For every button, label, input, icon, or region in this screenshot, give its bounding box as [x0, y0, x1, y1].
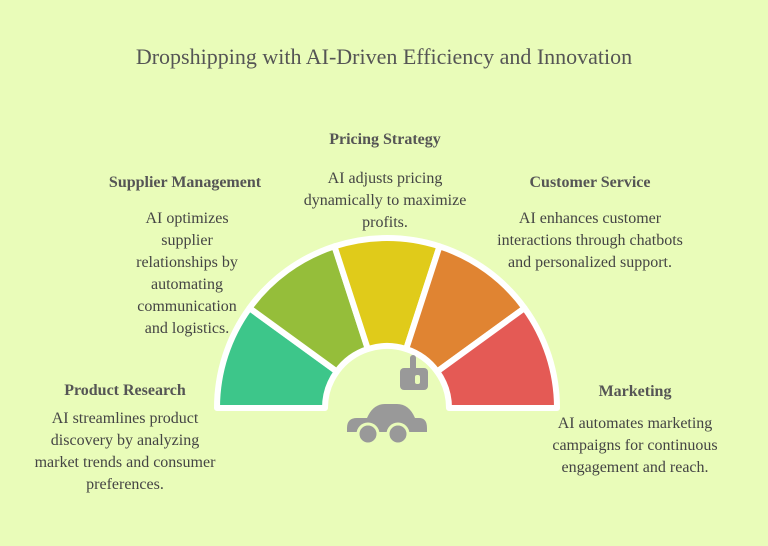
supplier-management-text: AI optimizes supplier relationships by a… [136, 210, 238, 337]
marketing-segment [434, 305, 560, 411]
marketing-text: AI automates marketing campaigns for con… [552, 415, 718, 476]
marketing-heading: Marketing [598, 383, 672, 400]
customer-service-text: AI enhances customer interactions throug… [497, 210, 683, 271]
car-icon [347, 404, 427, 446]
product-research-heading: Product Research [64, 382, 186, 399]
customer-service-heading: Customer Service [529, 174, 651, 191]
robot-needle-icon [400, 355, 428, 390]
pricing-strategy-text: AI adjusts pricing dynamically to maximi… [303, 170, 467, 231]
pricing-strategy-heading: Pricing Strategy [329, 131, 441, 148]
product-research-text: AI streamlines product discovery by anal… [34, 410, 216, 493]
supplier-management-heading: Supplier Management [108, 174, 262, 191]
page-title: Dropshipping with AI-Driven Efficiency a… [135, 44, 633, 69]
